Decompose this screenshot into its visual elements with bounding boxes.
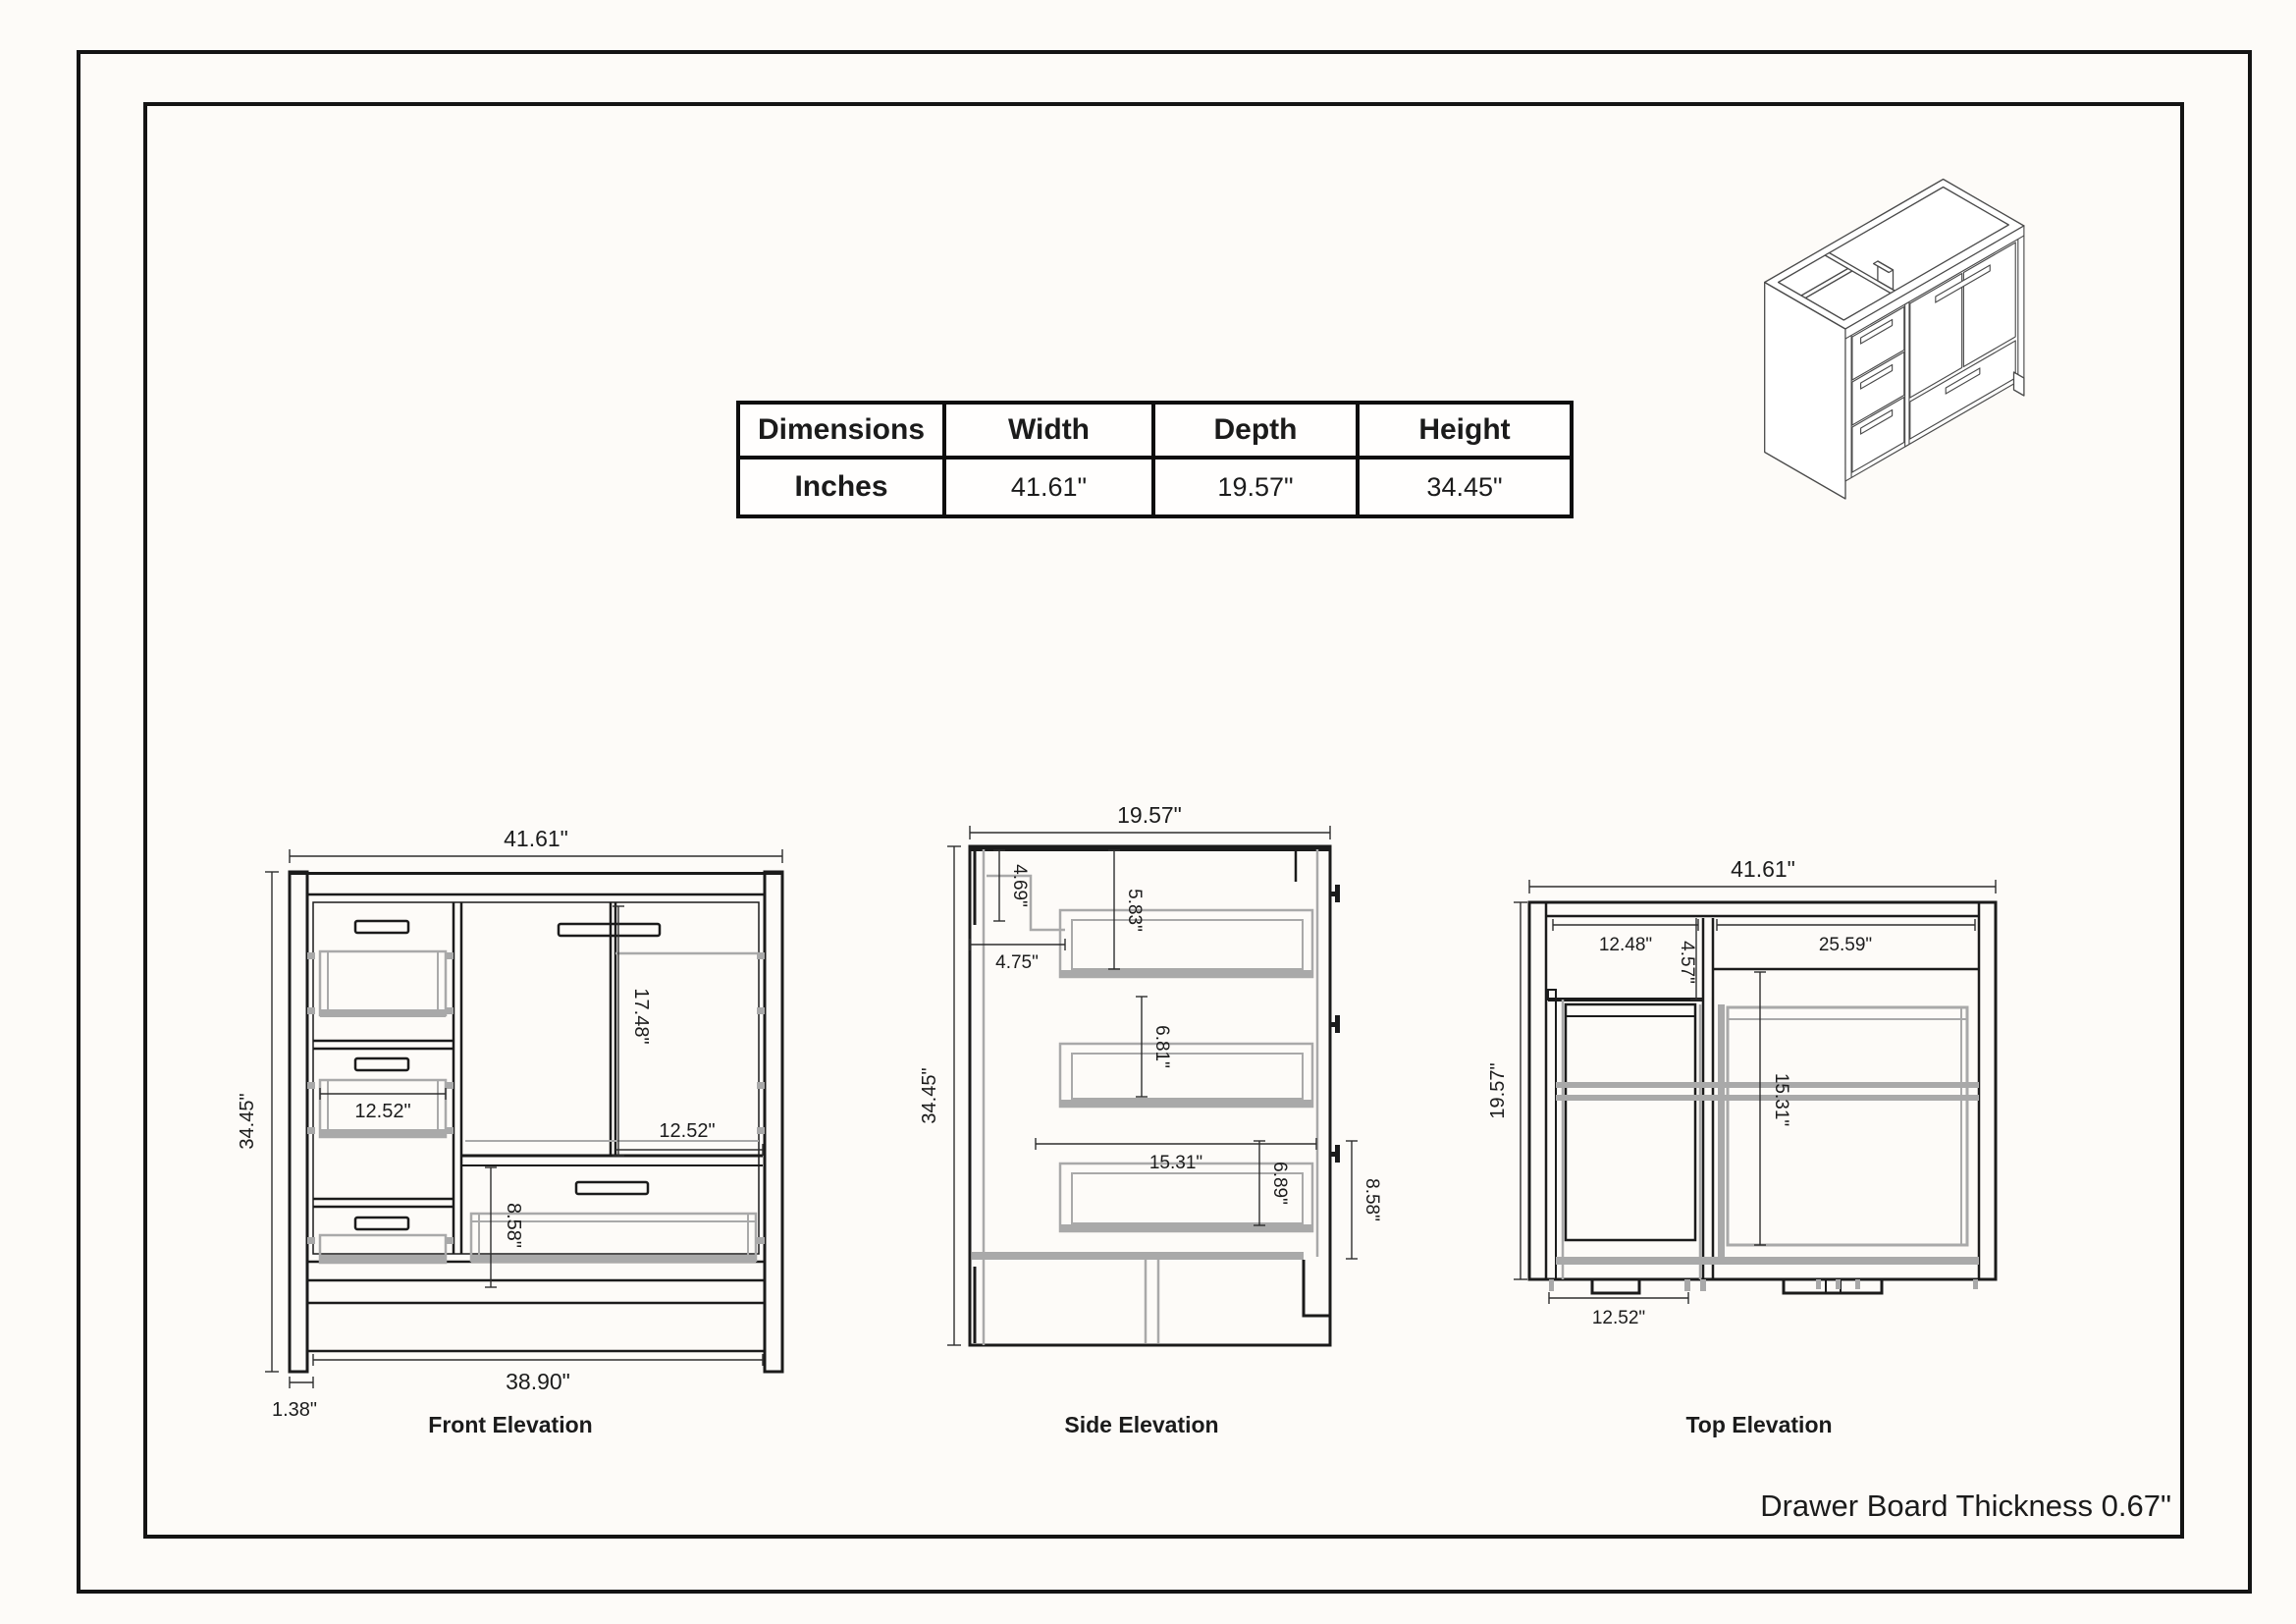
table-depth-value: 19.57": [1155, 460, 1360, 514]
front-base-width-dim: 38.90": [506, 1369, 570, 1394]
top-elevation-drawing: 41.61" 19.57": [1487, 856, 1998, 1328]
side-middle-drawer-dim: 6.81": [1151, 1025, 1172, 1068]
front-drawer-width-dim: 12.52": [354, 1101, 410, 1122]
top-leg-stubs: [1549, 1279, 1978, 1291]
iso-top-divider: [1824, 251, 1896, 295]
top-elevation-label: Top Elevation: [1685, 1412, 1833, 1437]
front-drawer-handle: [353, 1216, 410, 1231]
front-drawer-handle: [353, 1056, 410, 1072]
side-counter-depth-dim: 4.75": [995, 952, 1039, 973]
table-row-label: Inches: [740, 460, 946, 514]
iso-drawer-handle: [1860, 408, 1894, 435]
iso-drawer-handle: [1860, 318, 1894, 345]
side-elevation-label: Side Elevation: [1064, 1412, 1219, 1437]
top-right-opening-dim: 25.59": [1819, 935, 1872, 955]
iso-right-leg: [2012, 371, 2025, 397]
front-elevation-label: Front Elevation: [428, 1412, 593, 1437]
drawer-board-thickness-note: Drawer Board Thickness 0.67": [1760, 1489, 2171, 1523]
table-header-height: Height: [1360, 405, 1570, 460]
front-width-dim: 41.61": [504, 826, 568, 851]
front-drawer-handle: [353, 919, 410, 935]
top-interior-depth-dim: 15.31": [1771, 1073, 1791, 1126]
top-opening-depth-dim: 4.57": [1677, 941, 1697, 984]
side-bottom-drawer-dim: 6.89": [1269, 1162, 1290, 1205]
sheet-outer-border: [77, 50, 2252, 1594]
front-door-width-dim: 12.52": [659, 1120, 715, 1142]
iso-drawer-handle: [1860, 363, 1894, 390]
side-depth-dim: 19.57": [1117, 802, 1182, 828]
iso-top-opening: [1777, 186, 2009, 321]
front-slide-ticks: [307, 952, 765, 1244]
isometric-view-drawing: [1764, 178, 2025, 500]
front-bottom-drawer-height-dim: 8.58": [503, 1203, 524, 1248]
side-drawer-depth-dim: 15.31": [1149, 1153, 1202, 1173]
side-height-dim: 34.45": [919, 1067, 940, 1123]
front-bottom-drawer-handle: [574, 1180, 650, 1196]
sheet-inner-border: [143, 102, 2184, 1539]
front-height-dim: 34.45": [237, 1093, 258, 1149]
top-depth-dim: 19.57": [1487, 1062, 1509, 1118]
table-height-value: 34.45": [1426, 471, 1503, 502]
top-left-opening-dim: 12.48": [1599, 935, 1652, 955]
side-toe-height-dim: 8.58": [1362, 1178, 1382, 1221]
table-header-depth: Depth: [1155, 405, 1360, 460]
top-foot-width-dim: 12.52": [1592, 1308, 1645, 1328]
table-header-width: Width: [946, 405, 1155, 460]
side-elevation-drawing: 19.57" 34.45": [919, 802, 1382, 1347]
front-door-height-dim: 17.48": [630, 988, 652, 1044]
front-elevation-drawing: 41.61" 34.45": [237, 826, 784, 1421]
front-leg-width-dim: 1.38": [272, 1399, 317, 1421]
side-handle-nubs: [1330, 885, 1340, 1163]
dimensions-table: Dimensions Width Depth Height Inches 41.…: [736, 401, 1574, 518]
iso-door-handle: [1935, 264, 1991, 303]
side-top-drawer-dim: 5.83": [1124, 889, 1145, 932]
iso-bottom-drawer-handle: [1945, 367, 1981, 395]
top-width-dim: 41.61": [1731, 856, 1795, 882]
front-door-handle: [557, 922, 662, 938]
iso-front-face: [1844, 225, 2025, 482]
side-counter-inset-dim: 4.69": [1009, 864, 1030, 907]
table-header-dimensions: Dimensions: [740, 405, 946, 460]
table-width-value: 41.61": [946, 460, 1155, 514]
